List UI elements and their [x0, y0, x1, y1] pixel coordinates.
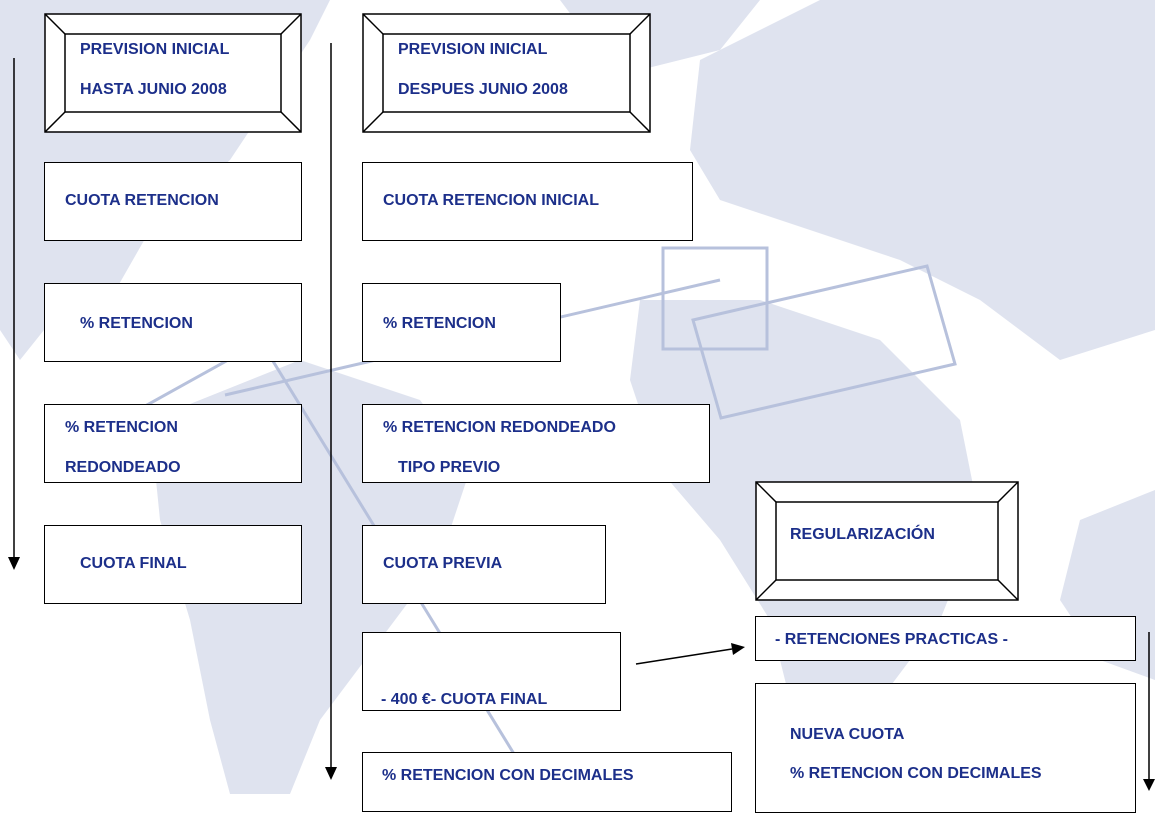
header-frame-hasta	[44, 13, 302, 133]
label-cuota-final-2: - 400 €- CUOTA FINAL	[381, 691, 548, 708]
label-nueva-cuota-b: % RETENCION CON DECIMALES	[790, 765, 1042, 782]
header-despues-line2: DESPUES JUNIO 2008	[398, 81, 568, 98]
arrowhead-col2	[325, 767, 337, 780]
label-porc-redondeado-2b: TIPO PREVIO	[398, 459, 501, 476]
box-porc-retencion-1	[44, 283, 302, 362]
box-nueva-cuota	[755, 683, 1136, 813]
box-cuota-final-1	[44, 525, 302, 604]
label-porc-redondeado-1b: REDONDEADO	[65, 459, 181, 476]
box-retenciones-practicas	[755, 616, 1136, 661]
continent-shape	[690, 0, 1155, 360]
label-cuota-final-1: CUOTA FINAL	[80, 555, 187, 572]
box-porc-retencion-2	[362, 283, 561, 362]
flow-arrows	[8, 43, 1155, 791]
box-cuota-retencion	[44, 162, 302, 241]
label-cuota-previa: CUOTA PREVIA	[383, 555, 503, 572]
box-porc-redondeado-2	[362, 404, 710, 483]
label-porc-decimales: % RETENCION CON DECIMALES	[382, 767, 634, 784]
arrowhead-col1	[8, 557, 20, 570]
box-cuota-inicial	[362, 162, 693, 241]
label-porc-redondeado-1a: % RETENCION	[65, 419, 178, 436]
label-cuota-retencion: CUOTA RETENCION	[65, 192, 219, 209]
header-frame-regularizacion	[755, 481, 1019, 601]
label-porc-retencion-1: % RETENCION	[80, 315, 193, 332]
label-retenciones-practicas: - RETENCIONES PRACTICAS -	[775, 631, 1008, 648]
label-porc-redondeado-2a: % RETENCION REDONDEADO	[383, 419, 616, 436]
arrow-to-retenciones	[635, 648, 733, 665]
map-frame	[661, 246, 769, 351]
header-regularizacion: REGULARIZACIÓN	[790, 526, 935, 543]
header-hasta-line1: PREVISION INICIAL	[80, 41, 230, 58]
label-cuota-inicial: CUOTA RETENCION INICIAL	[383, 192, 599, 209]
box-porc-redondeado-1	[44, 404, 302, 483]
box-cuota-final-2	[362, 632, 621, 711]
header-hasta-line2: HASTA JUNIO 2008	[80, 81, 227, 98]
map-frame	[691, 264, 957, 420]
arrowhead-col3	[1143, 779, 1155, 791]
box-cuota-previa	[362, 525, 606, 604]
arrowhead-to-retenciones	[731, 643, 745, 655]
header-frame-despues	[362, 13, 651, 133]
header-despues-line1: PREVISION INICIAL	[398, 41, 548, 58]
label-porc-retencion-2: % RETENCION	[383, 315, 496, 332]
label-nueva-cuota-a: NUEVA CUOTA	[790, 726, 905, 743]
